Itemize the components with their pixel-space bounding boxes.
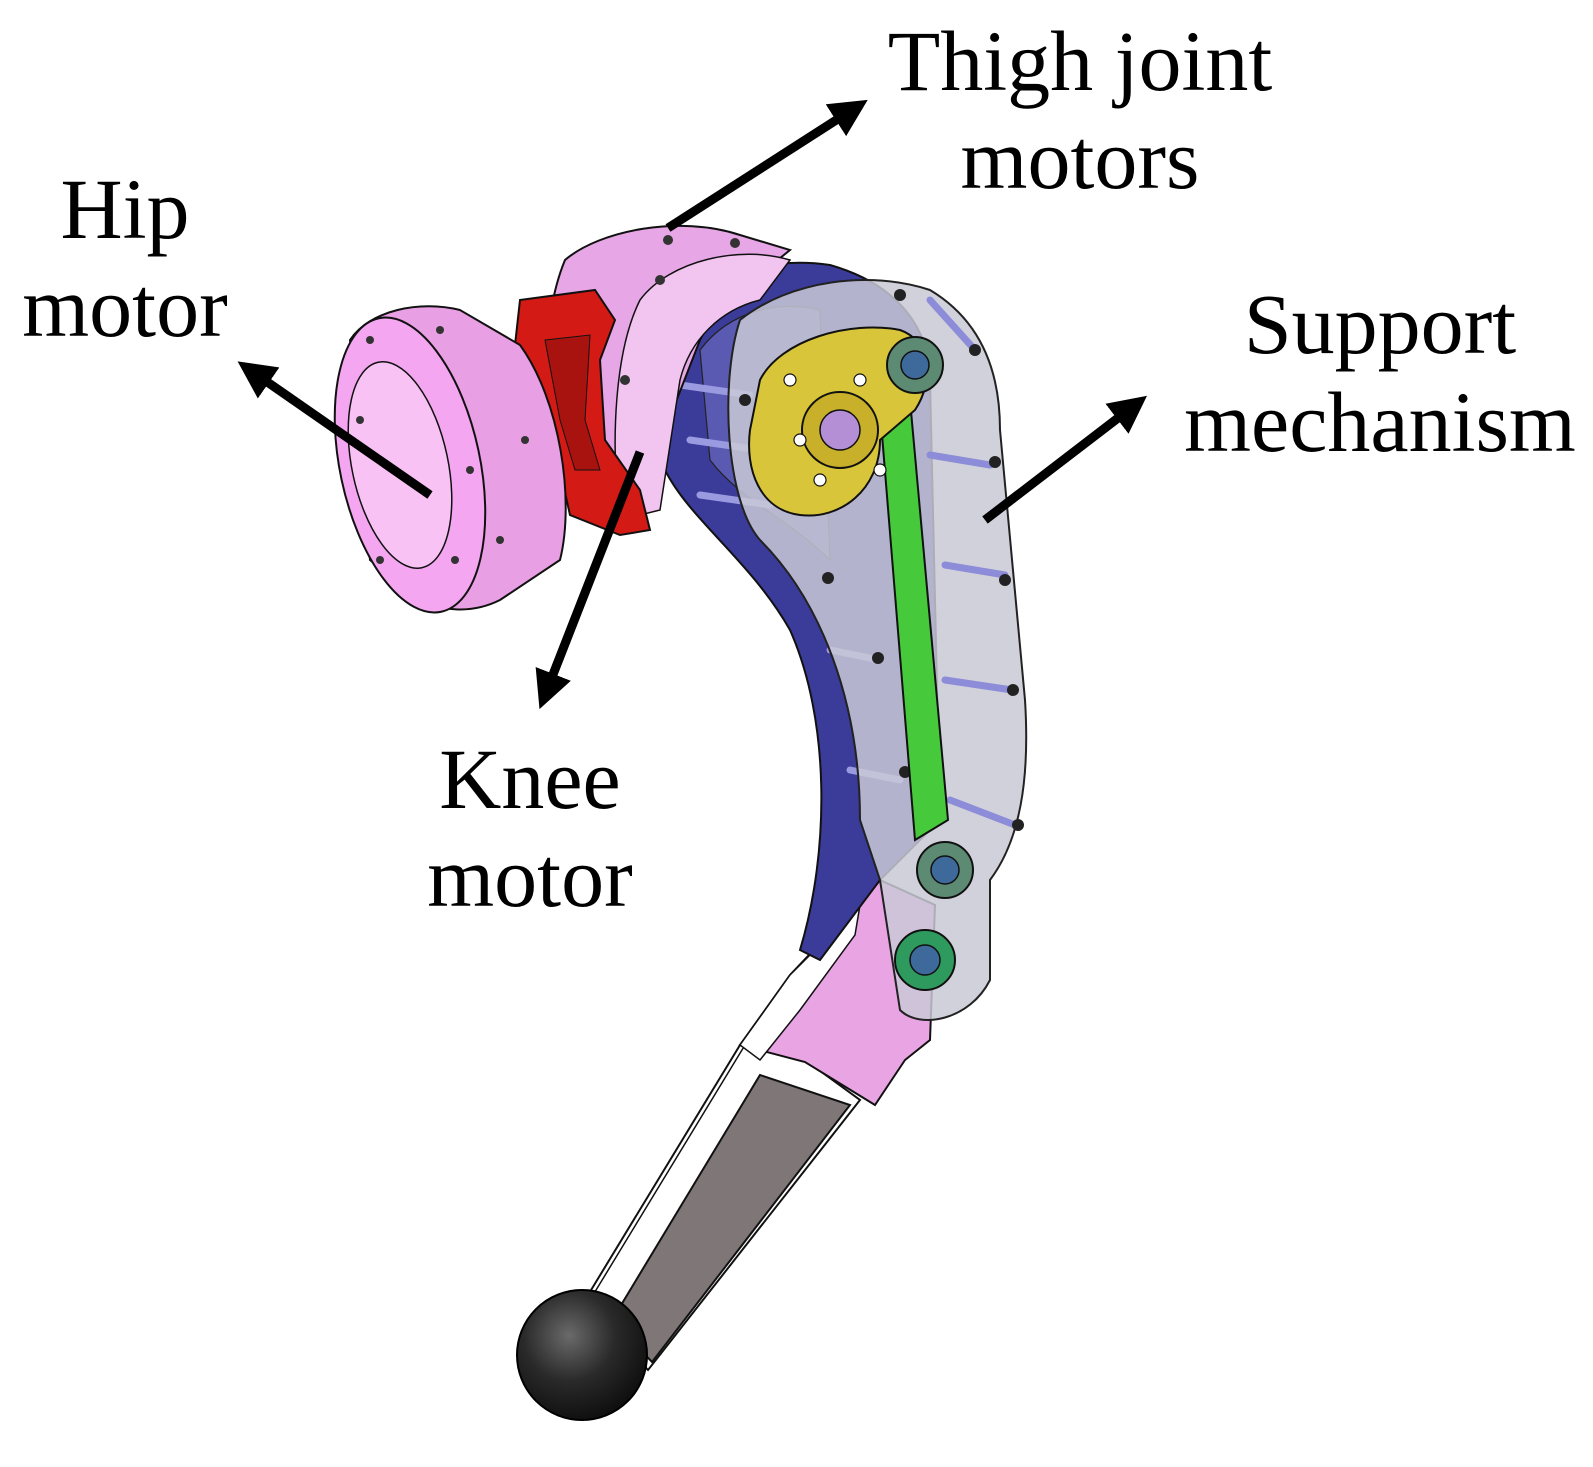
hip-motor-arrow bbox=[237, 361, 433, 499]
crank-plate bbox=[748, 326, 928, 517]
thigh-joint-motors-label-line1: Thigh joint bbox=[887, 13, 1273, 109]
knee-motor-label-line2: motor bbox=[427, 829, 633, 925]
knee-motor-label-line1: Knee bbox=[439, 731, 621, 827]
thigh-joint-motors-label: Thigh joint motors bbox=[880, 12, 1280, 208]
support-mechanism-label-line1: Support bbox=[1243, 276, 1517, 372]
shank-lower bbox=[583, 1043, 862, 1372]
knee-motor-label: Knee motor bbox=[410, 730, 650, 926]
bearing-bottom bbox=[894, 929, 956, 991]
foot-ball bbox=[516, 1289, 648, 1421]
hip-motor-label-line1: Hip bbox=[60, 161, 190, 257]
thigh-joint-motors-label-line2: motors bbox=[960, 111, 1200, 207]
hip-motor bbox=[333, 305, 567, 614]
hip-motor-label: Hip motor bbox=[10, 160, 240, 356]
thigh-motors-arrow bbox=[665, 99, 868, 232]
knee-motor-arrow bbox=[535, 450, 645, 710]
motor-bracket bbox=[513, 288, 652, 537]
hip-motor-label-line2: motor bbox=[22, 259, 228, 355]
bearing-middle bbox=[916, 841, 974, 899]
support-mechanism-arrow bbox=[982, 395, 1147, 524]
support-mechanism-label-line2: mechanism bbox=[1184, 374, 1576, 470]
support-mechanism-label: Support mechanism bbox=[1180, 275, 1580, 471]
bearing-top bbox=[886, 336, 944, 394]
